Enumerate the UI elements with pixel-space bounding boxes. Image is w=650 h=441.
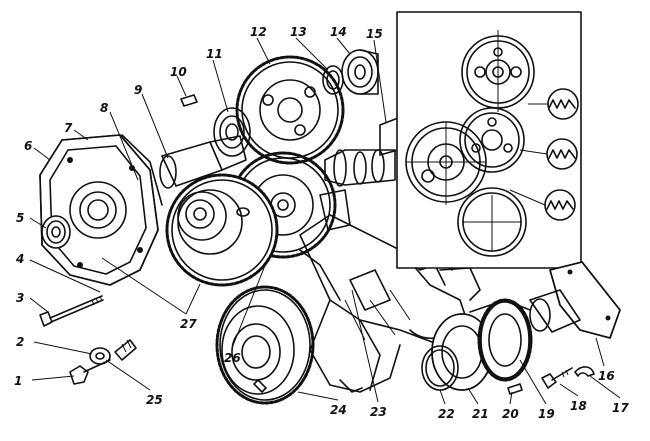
- callout-6: 6: [24, 139, 32, 153]
- callout-5: 5: [16, 211, 24, 225]
- part-16-bracket: [529, 261, 621, 339]
- callout-24: 24: [330, 403, 347, 417]
- leader-lines: [29, 37, 621, 405]
- callout-3: 3: [16, 291, 24, 305]
- camshaft: [319, 117, 399, 231]
- callout-10: 10: [170, 65, 187, 79]
- callout-11: 11: [206, 47, 223, 61]
- part-10-key: [180, 94, 198, 107]
- callout-7: 7: [64, 121, 73, 135]
- callout-8: 8: [100, 101, 108, 115]
- callout-2: 2: [16, 335, 24, 349]
- callout-25: 25: [146, 393, 163, 407]
- part-24-crankshaft-gear: [215, 285, 315, 405]
- callout-12: 12: [250, 25, 267, 39]
- part-27-gear: [165, 173, 279, 287]
- callout-19: 19: [538, 407, 555, 421]
- part-12-camshaft-gear: [235, 55, 345, 165]
- callout-4: 4: [15, 252, 24, 266]
- callout-17: 17: [612, 401, 629, 415]
- callout-15: 15: [366, 27, 383, 41]
- part-18-bolt: [541, 367, 573, 389]
- callout-18: 18: [570, 399, 587, 413]
- callout-22: 22: [438, 407, 455, 421]
- callout-9: 9: [134, 83, 142, 97]
- callout-23: 23: [370, 405, 387, 419]
- callout-14: 14: [330, 25, 347, 39]
- part-19-gear: [469, 298, 533, 382]
- callout-13: 13: [290, 25, 307, 39]
- part-14-bearing: [341, 49, 379, 95]
- callout-26: 26: [224, 351, 241, 365]
- callout-21: 21: [472, 407, 489, 421]
- callout-1: 1: [14, 374, 22, 388]
- part-6-cover-plate: [39, 134, 163, 286]
- part-9-shaft: [159, 135, 247, 189]
- callout-numbers: 1 2 3 4 5 6 7 8 9 10 11 12 13 14 15 16 1…: [14, 25, 629, 421]
- part-5-seal: [41, 215, 71, 249]
- timing-mark-inset: [396, 11, 582, 269]
- callout-27: 27: [180, 317, 197, 331]
- part-20-pin: [507, 383, 523, 395]
- callout-20: 20: [502, 407, 519, 421]
- part-3-bolt: [39, 295, 104, 327]
- callout-16: 16: [598, 369, 615, 383]
- part-17-washer: [574, 366, 595, 377]
- part-1-bolt-assembly: [69, 339, 137, 385]
- part-11-bearing: [213, 107, 251, 157]
